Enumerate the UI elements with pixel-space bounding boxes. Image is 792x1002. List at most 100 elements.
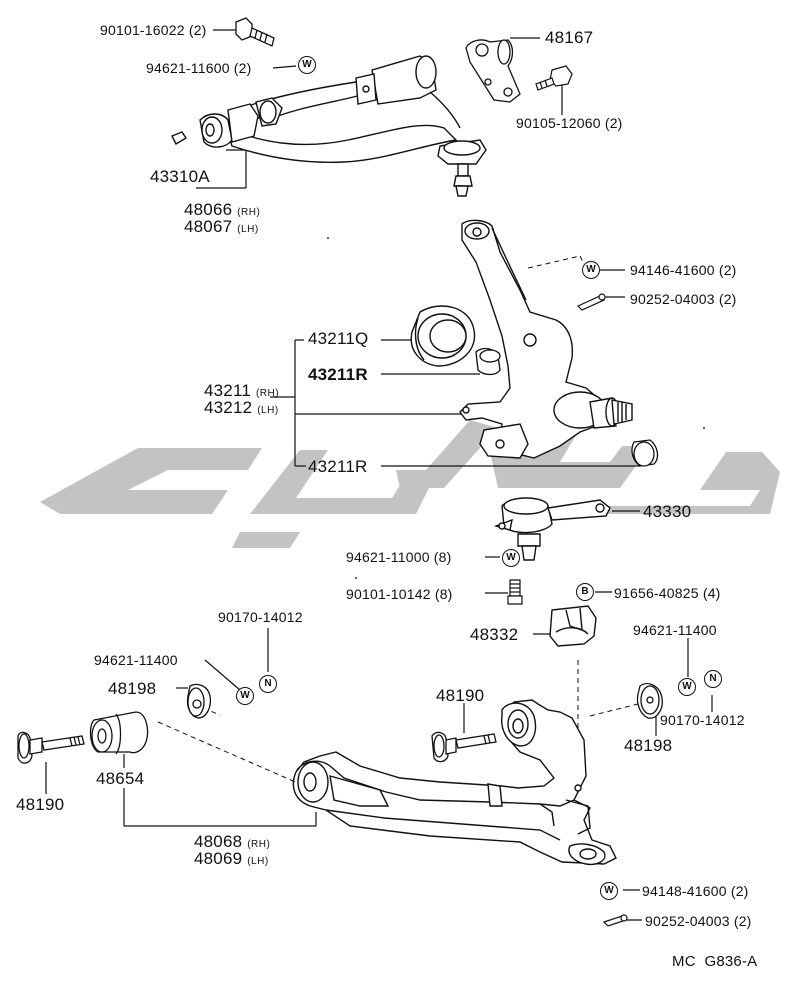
watermark [40, 414, 780, 548]
part-label-43330: 43330 [643, 503, 691, 520]
part-number: 48190 [16, 795, 65, 814]
part-label-94148-41600: 94148-41600 (2) [642, 884, 749, 898]
part-label-94621-11400-right: 94621-11400 [633, 623, 717, 637]
part-label-48068: 48068 (RH) [194, 833, 270, 850]
part-label-43211R-lower: 43211R [308, 458, 368, 475]
part-label-48190-center: 48190 [436, 687, 484, 704]
part-label-90170-14012-left: 90170-14012 [218, 610, 303, 624]
part-number: 48167 [545, 28, 594, 47]
part-number: 48198 [108, 679, 157, 698]
part-label-48067: 48067 (LH) [184, 218, 259, 235]
part-label-48190-left: 48190 [16, 796, 64, 813]
part-label-48066: 48066 (RH) [184, 201, 260, 218]
part-number: 48198 [624, 736, 673, 755]
part-label-43310A: 43310A [150, 168, 210, 185]
steering-knuckle-illustration [459, 219, 633, 459]
bolt-badge: B [576, 583, 594, 601]
part-number: 90252-04003 [630, 291, 715, 307]
part-label-43211: 43211 (RH) [204, 382, 279, 399]
upper-arm-bolt-illustration [235, 17, 275, 47]
part-quantity: (2) [718, 291, 737, 307]
part-label-94621-11600: 94621-11600 (2) [146, 61, 252, 75]
part-label-94621-11400-left: 94621-11400 [94, 653, 178, 667]
leader-lines [45, 29, 713, 921]
part-label-48332: 48332 [470, 626, 518, 643]
bearing-lower-illustration [631, 439, 659, 467]
part-side: (RH) [247, 839, 271, 850]
part-number: 94621-11000 [346, 549, 430, 565]
nut-badge: N [259, 675, 277, 693]
bump-stopper-illustration [549, 605, 597, 647]
bolt-90101-10142-illustration [507, 579, 523, 605]
part-number: 48332 [470, 625, 519, 644]
cotter-pin-lower-illustration [602, 914, 628, 927]
part-number: 43211Q [308, 329, 369, 348]
part-number: 48067 [184, 217, 233, 236]
part-label-91656-40825: 91656-40825 (4) [614, 586, 721, 600]
part-quantity: (2) [730, 883, 749, 899]
part-number: 43211 [204, 381, 252, 400]
part-quantity: (8) [434, 586, 453, 602]
part-number: 90101-10142 [346, 586, 431, 602]
part-side: (LH) [257, 405, 279, 416]
bolt-90105-illustration [535, 65, 573, 91]
part-number: 48069 [194, 849, 243, 868]
part-quantity: (2) [733, 913, 752, 929]
dust-seal-illustration [410, 305, 476, 367]
part-label-48198-left: 48198 [108, 680, 156, 697]
part-quantity: (4) [702, 585, 721, 601]
print-specks [327, 237, 705, 579]
part-number: 91656-40825 [614, 585, 699, 601]
part-number: 90252-04003 [645, 913, 730, 929]
part-label-43211Q: 43211Q [308, 330, 368, 347]
part-label-90101-10142: 90101-10142 (8) [346, 587, 453, 601]
part-quantity: (8) [433, 549, 452, 565]
washer-badge: W [236, 687, 254, 705]
part-number: 94146-41600 [630, 262, 715, 278]
part-label-90252-04003-upper: 90252-04003 (2) [630, 292, 737, 306]
part-label-43211R-upper: 43211R [308, 366, 368, 383]
part-label-48654: 48654 [96, 770, 144, 787]
part-label-90170-14012-right: 90170-14012 [660, 713, 745, 727]
washer-badge: W [582, 261, 600, 279]
diagram-code: MC G836-A [672, 953, 758, 970]
part-number: 43330 [643, 502, 692, 521]
part-side: (RH) [237, 207, 261, 218]
part-quantity: (2) [604, 115, 623, 131]
part-number: 90101-16022 [100, 22, 185, 38]
part-side: (RH) [255, 388, 280, 399]
part-label-43212: 43212 (LH) [204, 399, 279, 416]
bearing-upper-illustration [475, 347, 501, 376]
lower-control-arm-illustration [292, 699, 617, 866]
washer-badge: W [600, 882, 618, 900]
part-number: 48654 [96, 769, 145, 788]
cotter-pin-upper-illustration [576, 293, 606, 311]
part-number: 48190 [436, 686, 485, 705]
part-number: 43212 [204, 398, 253, 417]
right-bushing-group-illustration [431, 683, 663, 763]
part-number: 43211R [308, 365, 368, 384]
part-quantity: (2) [188, 22, 207, 38]
part-number: 48068 [194, 832, 243, 851]
part-label-94146-41600: 94146-41600 (2) [630, 263, 737, 277]
part-label-48069: 48069 (LH) [194, 850, 269, 867]
part-number: 90170-14012 [660, 712, 745, 728]
upper-control-arm-illustration [171, 55, 487, 197]
washer-badge: W [502, 549, 520, 567]
part-number: 43310A [150, 167, 210, 186]
washer-badge: W [678, 678, 696, 696]
part-number: 90105-12060 [516, 115, 601, 131]
part-label-90252-04003-lower: 90252-04003 (2) [645, 914, 752, 928]
part-number: 48066 [184, 200, 233, 219]
part-number: 43211R [308, 457, 368, 476]
part-label-90101-16022: 90101-16022 (2) [100, 23, 207, 37]
part-label-48167: 48167 [545, 29, 593, 46]
part-number: 94148-41600 [642, 883, 727, 899]
part-quantity: (2) [718, 262, 737, 278]
part-label-94621-11000: 94621-11000 (8) [346, 550, 452, 564]
part-side: (LH) [247, 856, 269, 867]
lower-ball-joint-illustration [493, 497, 611, 561]
part-number: 94621-11600 [146, 60, 230, 76]
nut-badge: N [704, 670, 722, 688]
